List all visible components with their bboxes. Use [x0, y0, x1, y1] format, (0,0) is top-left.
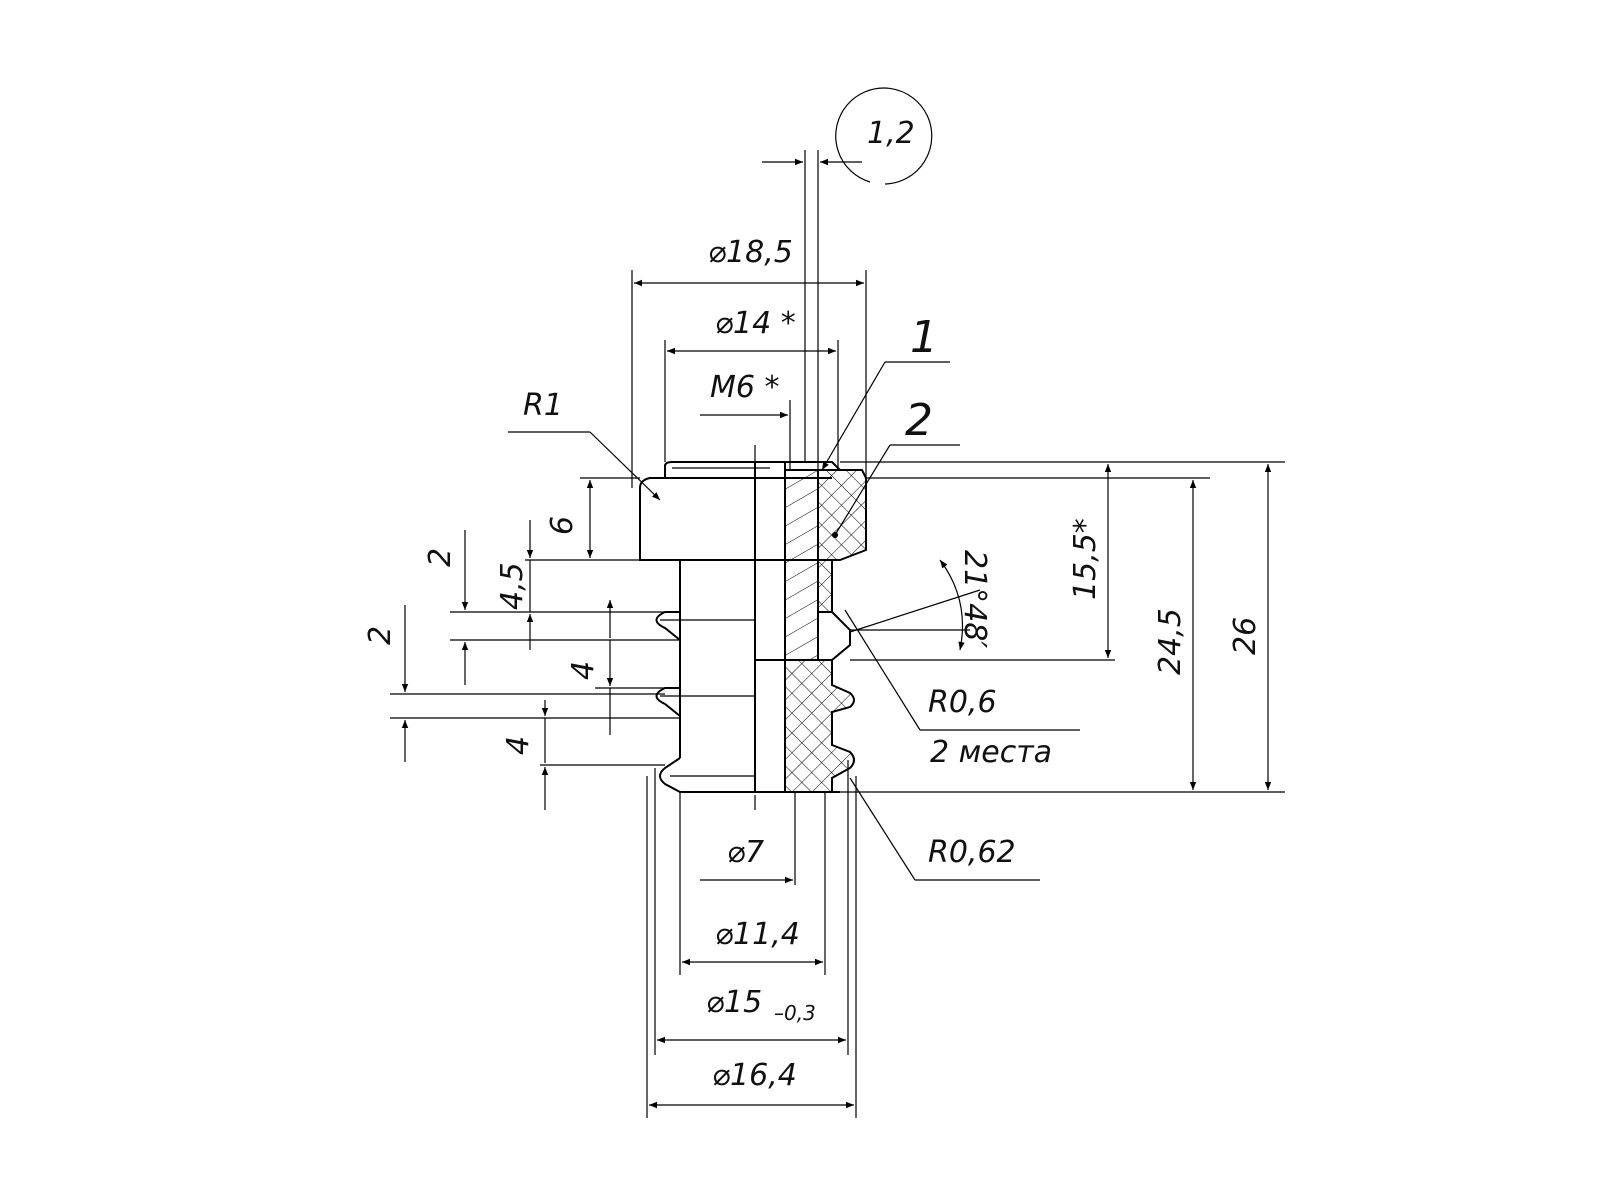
- callout-1: 1: [910, 312, 938, 363]
- dim-h2a: 2: [423, 548, 458, 567]
- dim-d14: ⌀14 *: [715, 306, 796, 341]
- right-heights: 15,5* 24,5 26: [840, 461, 1285, 793]
- angle-radii: 21°48′ R0,6 2 места R0,62: [844, 550, 1080, 881]
- dim-h4b: 4: [501, 736, 536, 755]
- dim-places: 2 места: [930, 735, 1052, 770]
- dim-h6: 6: [545, 516, 580, 535]
- dim-r06: R0,6: [928, 685, 997, 720]
- dim-d185: ⌀18,5: [708, 235, 793, 270]
- dim-d114: ⌀11,4: [715, 917, 800, 952]
- part-callouts: 1 2: [821, 312, 960, 538]
- gap-dimension: 1,2: [762, 87, 933, 470]
- dim-d164: ⌀16,4: [712, 1058, 797, 1093]
- dim-h245: 24,5: [1153, 608, 1188, 675]
- dim-h26: 26: [1228, 617, 1263, 655]
- part-body: [639, 445, 867, 810]
- dim-h2b: 2: [363, 626, 398, 645]
- dim-d15: ⌀15: [706, 985, 762, 1020]
- gap-label: 1,2: [867, 116, 915, 151]
- dim-d7: ⌀7: [727, 835, 764, 870]
- dim-h4a: 4: [566, 661, 601, 680]
- dim-h45: 4,5: [495, 562, 530, 610]
- callout-2: 2: [905, 395, 933, 446]
- top-diameters: ⌀18,5 ⌀14 * M6 * R1: [508, 235, 867, 501]
- dim-r1: R1: [523, 388, 563, 423]
- dim-h155: 15,5*: [1068, 518, 1103, 600]
- dim-r062: R0,62: [928, 835, 1016, 870]
- left-heights: 6 4,5 2 4 2 4: [363, 477, 680, 810]
- dim-angle: 21°48′: [957, 550, 992, 648]
- bottom-diameters: ⌀7 ⌀11,4 ⌀15 –0,3 ⌀16,4: [646, 760, 857, 1118]
- dim-m6: M6 *: [710, 370, 780, 405]
- dim-d15-tolerance: –0,3: [774, 1001, 816, 1025]
